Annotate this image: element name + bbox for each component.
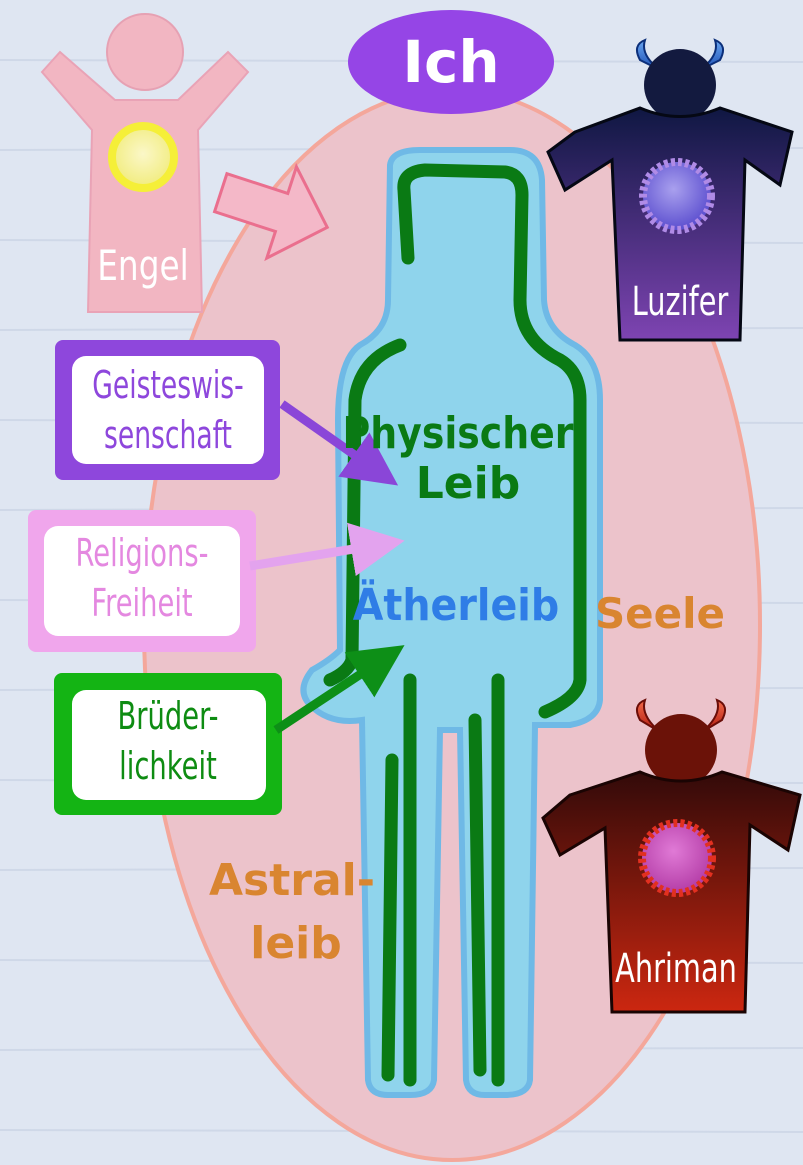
bruederlichkeit-line1: Brüder- — [118, 693, 219, 738]
physischer-leib-line1: Physischer — [343, 407, 575, 458]
ahriman-orb — [642, 823, 712, 893]
ahriman-label: Ahriman — [615, 946, 737, 992]
engel-head — [107, 14, 183, 90]
religionsfreiheit-line1: Religions- — [75, 530, 208, 575]
geisteswissenschaft-line2: senschaft — [104, 413, 232, 457]
luzifer-head — [644, 49, 716, 121]
seele-label: Seele — [595, 589, 725, 638]
religionsfreiheit-box: Religions- Freiheit — [28, 510, 256, 652]
ahriman-head — [645, 714, 717, 786]
halo-icon — [112, 126, 174, 188]
engel-label: Engel — [97, 241, 189, 290]
geisteswissenschaft-box: Geisteswis- senschaft — [55, 340, 280, 480]
bruederlichkeit-box: Brüder- lichkeit — [54, 673, 282, 815]
astralleib-line1: Astral- — [209, 855, 375, 906]
ich-label: Ich — [402, 28, 499, 96]
geisteswissenschaft-line1: Geisteswis- — [92, 363, 243, 407]
luzifer-orb — [643, 162, 711, 230]
aetherleib-label: Ätherleib — [353, 578, 559, 631]
astralleib-line2: leib — [250, 918, 342, 969]
luzifer-label: Luzifer — [632, 279, 729, 325]
physischer-leib-line2: Leib — [416, 458, 520, 509]
religionsfreiheit-line2: Freiheit — [91, 580, 192, 625]
bruederlichkeit-line2: lichkeit — [119, 743, 217, 788]
